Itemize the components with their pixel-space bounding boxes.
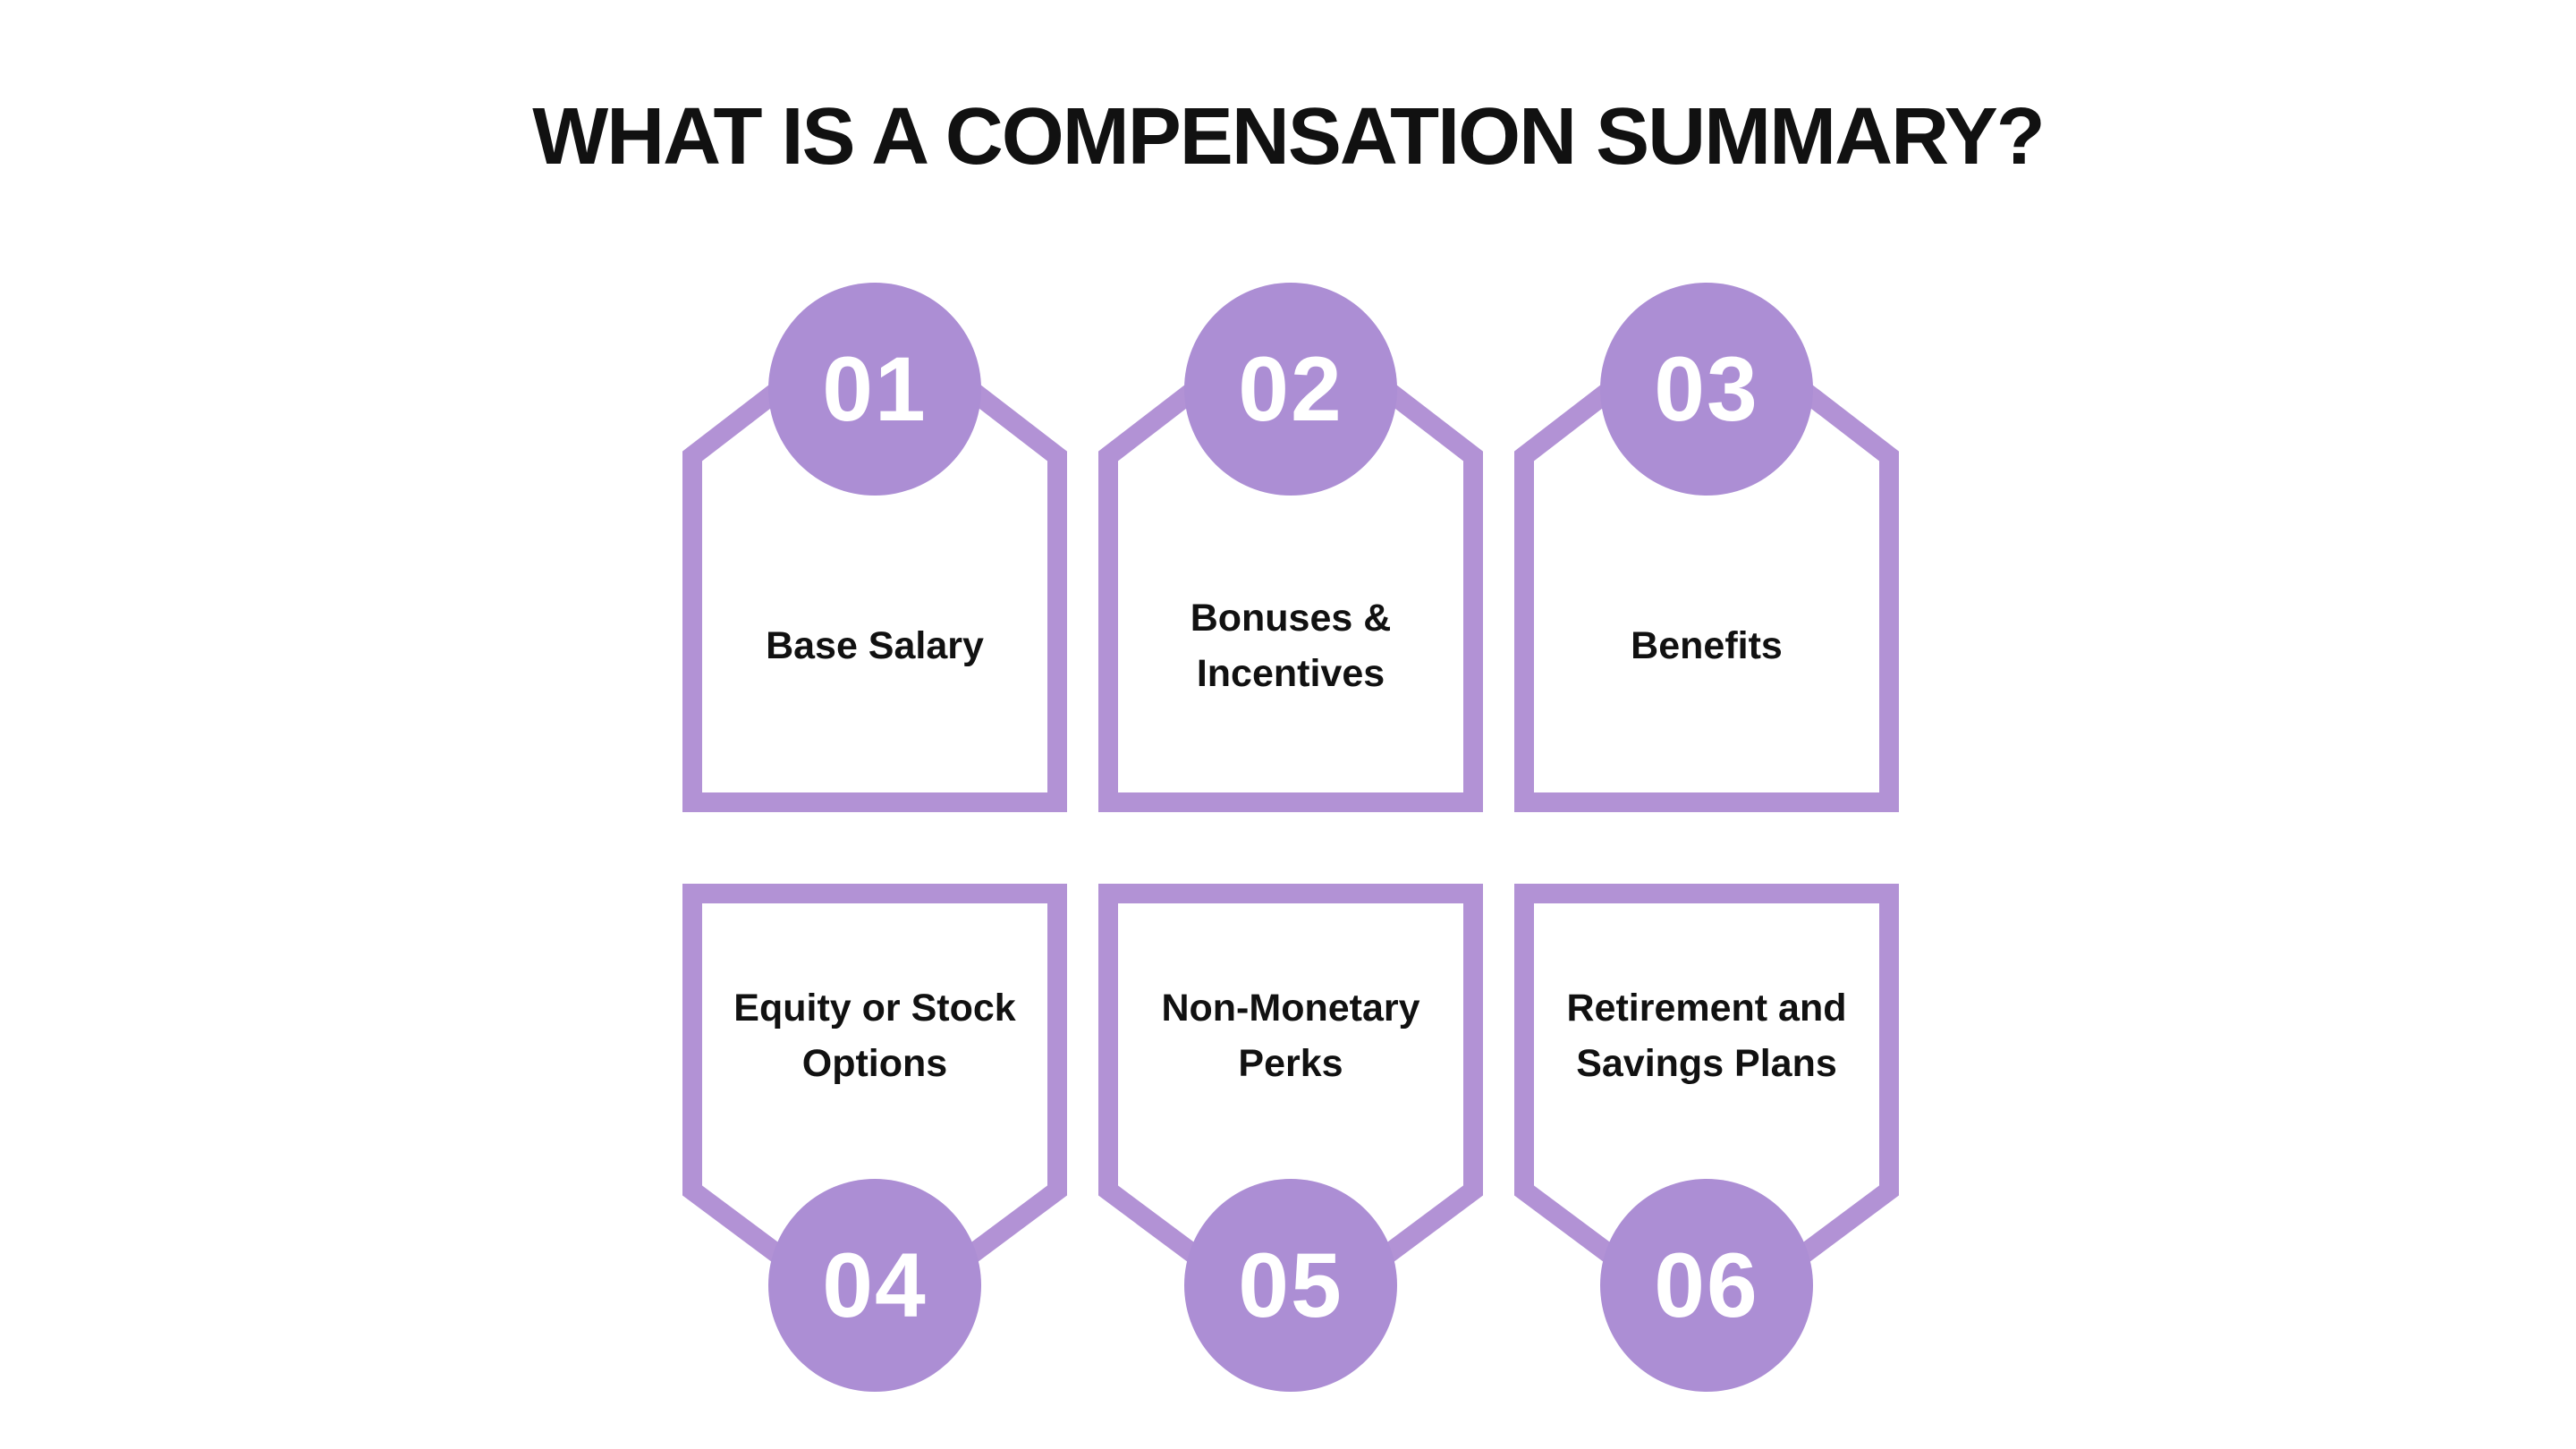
step-number: 02 [1238, 337, 1343, 440]
card-label: Retirement and Savings Plans [1566, 986, 1847, 1085]
step-number: 01 [822, 337, 928, 440]
card-01-base-salary: Base Salary 01 [682, 283, 1067, 812]
step-number: 06 [1654, 1233, 1759, 1336]
number-badge: 06 [1600, 1179, 1813, 1392]
step-number: 03 [1654, 337, 1759, 440]
card-label: Bonuses & Incentives [1190, 596, 1392, 695]
card-label: Base Salary [766, 623, 984, 667]
card-04-equity-stock-options: Equity or Stock Options 04 [682, 884, 1067, 1392]
card-06-retirement-savings-plans: Retirement and Savings Plans 06 [1514, 884, 1899, 1392]
number-badge: 03 [1600, 283, 1813, 496]
number-badge: 02 [1184, 283, 1397, 496]
number-badge: 04 [768, 1179, 981, 1392]
step-number: 05 [1238, 1233, 1343, 1336]
card-05-non-monetary-perks: Non-Monetary Perks 05 [1098, 884, 1483, 1392]
page-title: WHAT IS A COMPENSATION SUMMARY? [532, 92, 2046, 182]
card-label: Non-Monetary Perks [1161, 986, 1420, 1085]
card-label: Benefits [1631, 623, 1783, 667]
step-number: 04 [822, 1233, 928, 1336]
card-02-bonuses-incentives: Bonuses & Incentives 02 [1098, 283, 1483, 812]
card-label: Equity or Stock Options [733, 986, 1016, 1085]
number-badge: 01 [768, 283, 981, 496]
number-badge: 05 [1184, 1179, 1397, 1392]
card-03-benefits: Benefits 03 [1514, 283, 1899, 812]
